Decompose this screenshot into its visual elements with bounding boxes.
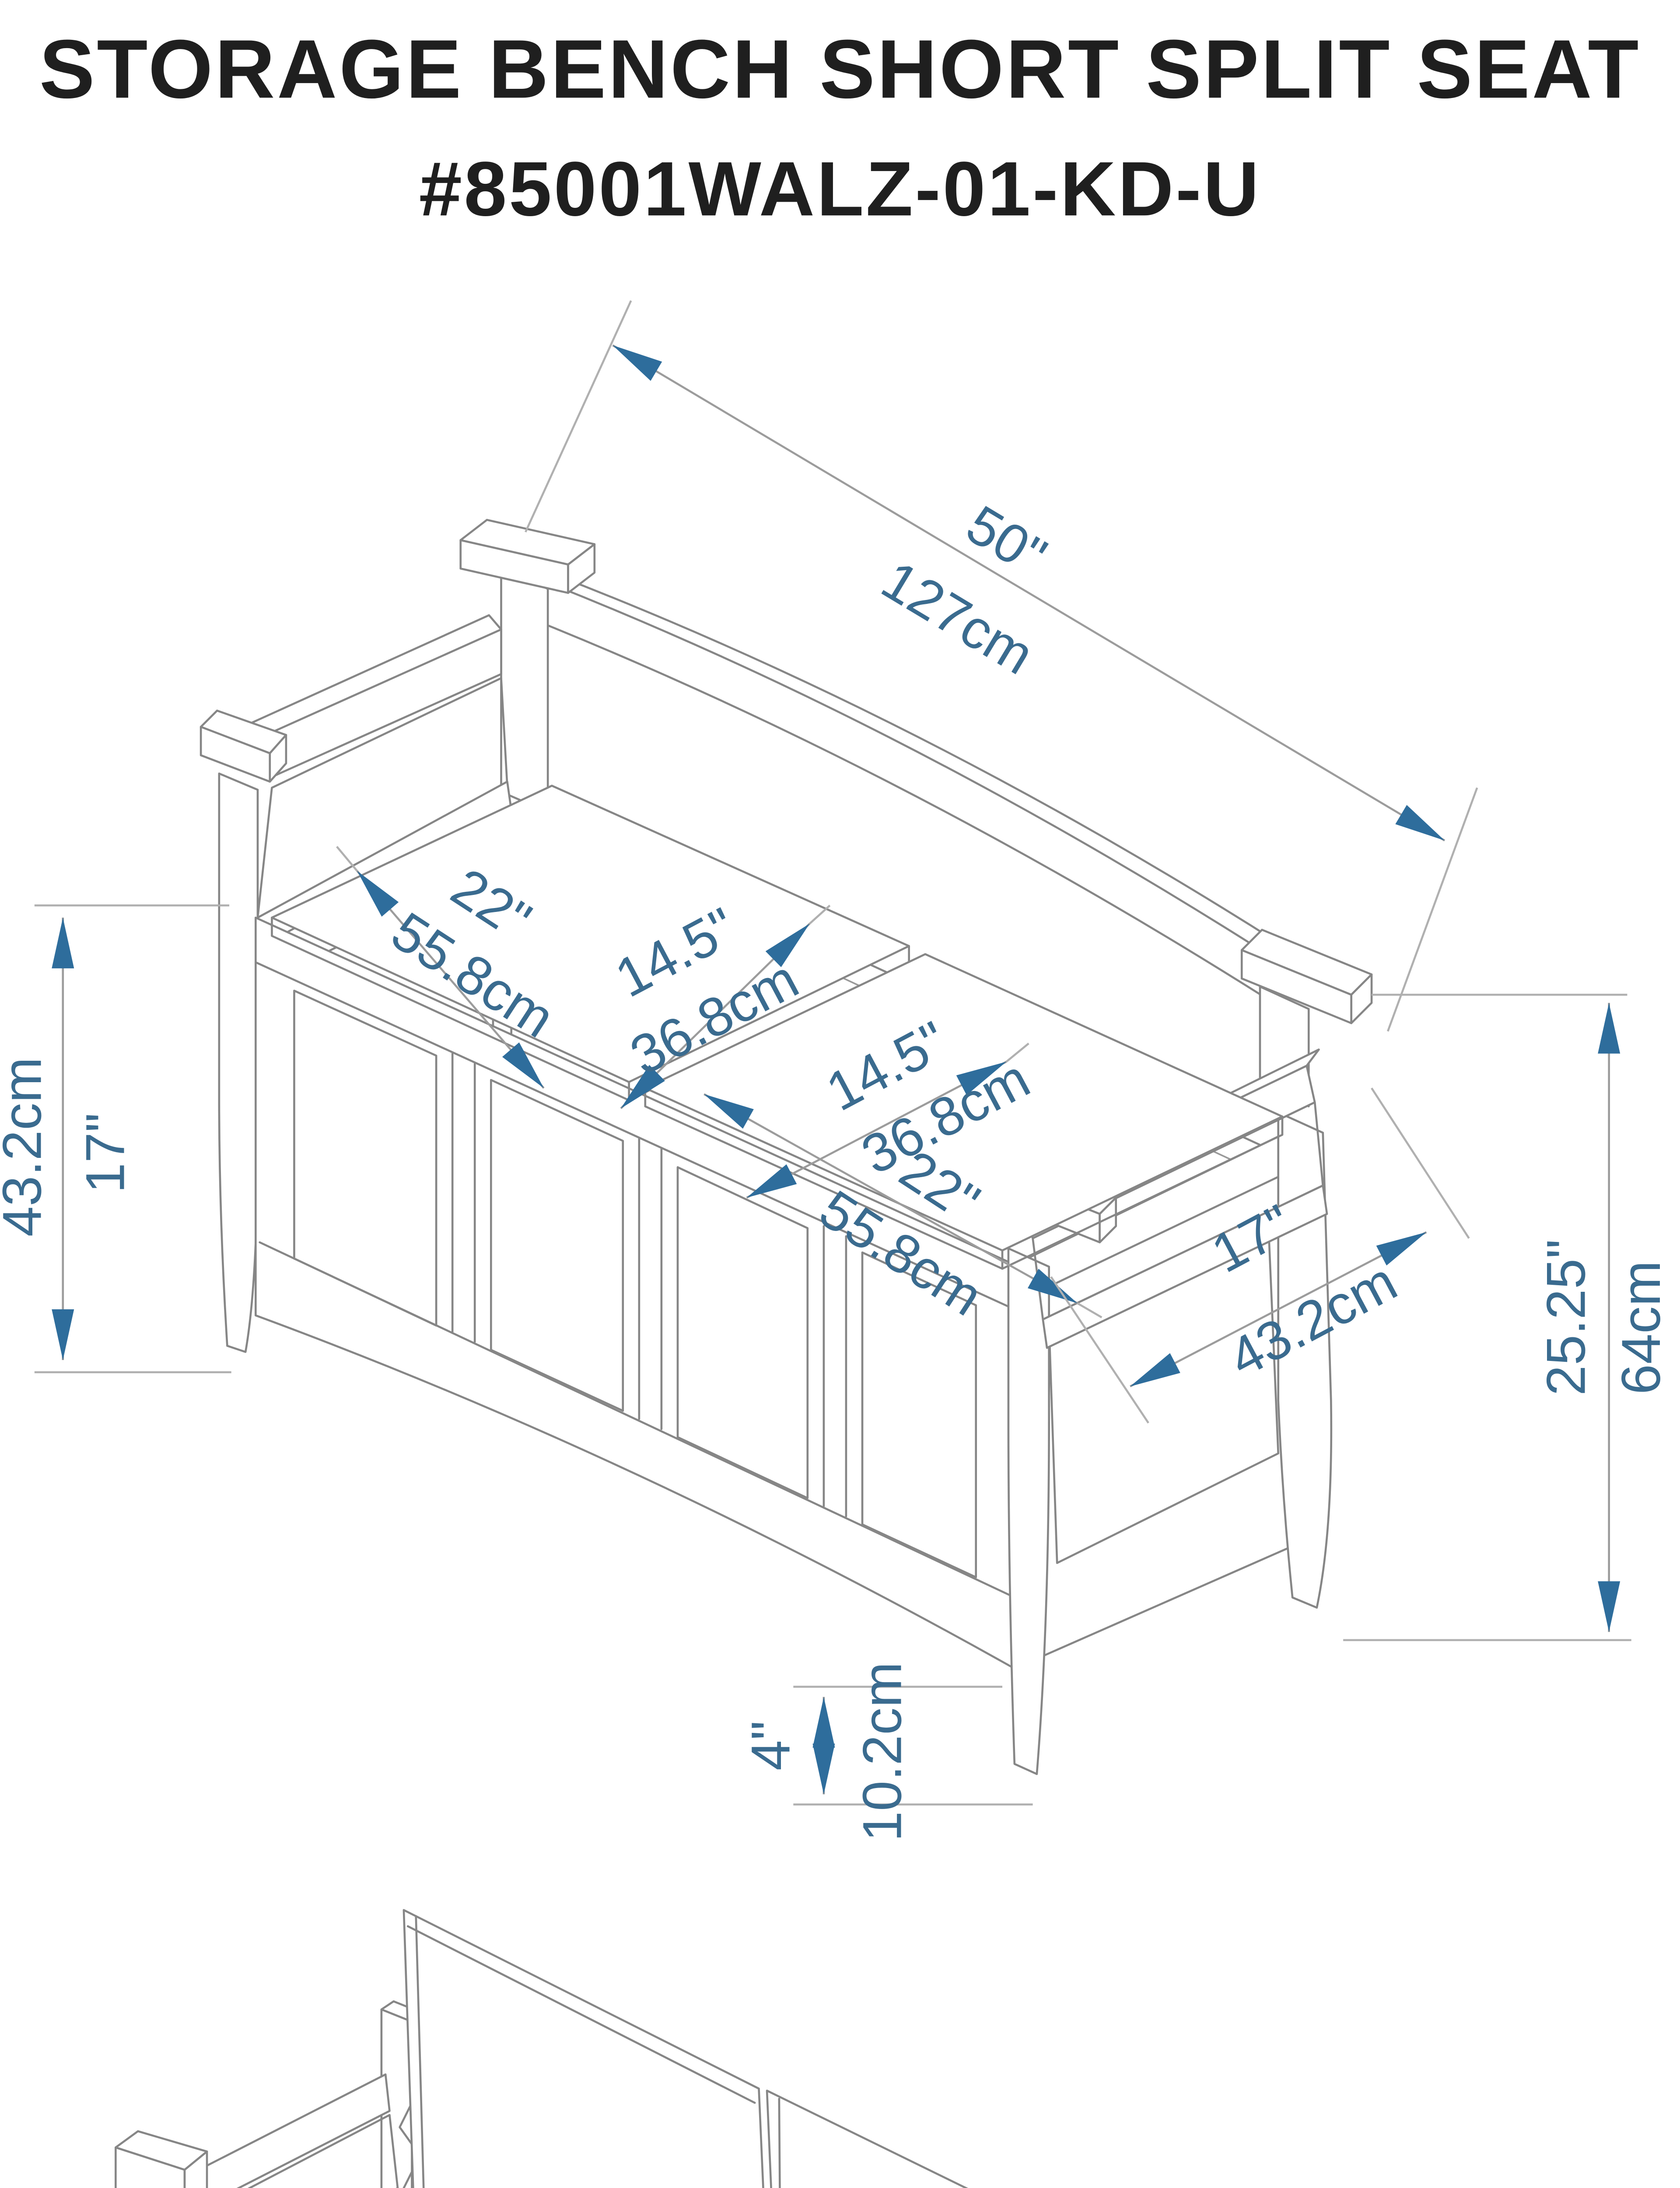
dim-base-clearance-cm: 10.2cm <box>852 1662 913 1842</box>
left-arm-rail-open <box>193 2073 391 2188</box>
left-back-post <box>500 567 549 813</box>
front-right-leg <box>1007 1247 1050 1775</box>
dim-overall-width-in: 50" <box>956 494 1057 588</box>
dim-seat-height-in: 17" <box>75 1113 136 1193</box>
dim-seat-height-cm: 43.2cm <box>0 1057 52 1237</box>
left-arm-slats-open <box>247 2114 399 2188</box>
dim-overall-height-cm: 64cm <box>1610 1261 1672 1395</box>
assembled-bench-view: 50" 127cm 22" 55.8cm 14.5" 36.8cm 14.5" … <box>0 300 1672 1842</box>
left-front-leg <box>218 772 259 1353</box>
open-bench-view: 41" 104.1cm 11-3/8" 28.9cm 10" 25.4cm <box>115 1909 969 2188</box>
dimension-seat-height: 43.2cm 17" <box>0 904 231 1374</box>
left-arm-rail <box>265 628 502 781</box>
dimension-overall-height: 25.25" 64cm <box>1343 993 1672 1641</box>
right-lid-open <box>766 2090 969 2188</box>
dim-base-clearance-in: 4" <box>740 1721 802 1771</box>
dimension-base-clearance: 4" 10.2cm <box>740 1662 1033 1842</box>
left-lid-open <box>402 1909 764 2188</box>
page-title: STORAGE BENCH SHORT SPLIT SEAT <box>39 23 1641 116</box>
dim-overall-height-in: 25.25" <box>1536 1239 1597 1396</box>
product-code: #85001WALZ-01-KD-U <box>419 146 1261 232</box>
